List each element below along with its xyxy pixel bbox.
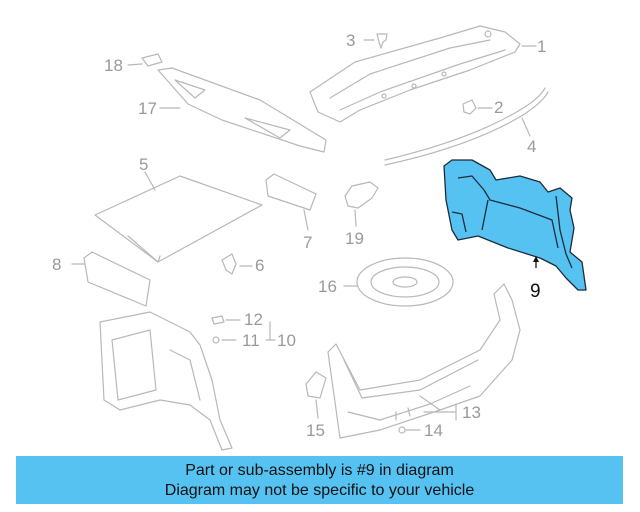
callout-11: 11 [242, 331, 260, 350]
callout-13: 13 [462, 403, 481, 422]
callout-12: 12 [244, 310, 263, 329]
callout-14: 14 [424, 421, 443, 440]
callout-15: 15 [306, 421, 325, 440]
tire-tray-part [343, 257, 454, 307]
info-banner: Part or sub-assembly is #9 in diagram Di… [16, 456, 623, 504]
clip-part-18 [127, 53, 163, 67]
clip-part-3 [363, 33, 388, 49]
highlighted-trunk-trim-panel [443, 159, 587, 291]
fastener-leaders [398, 403, 457, 434]
callout-2: 2 [494, 98, 504, 117]
callout-10: 10 [277, 331, 296, 350]
clip-part-2 [462, 99, 493, 115]
bracket-part-19 [344, 181, 379, 227]
callout-5: 5 [139, 155, 149, 174]
rear-sill-trim-part [327, 283, 521, 439]
banner-line-1: Part or sub-assembly is #9 in diagram [185, 462, 454, 479]
callout-9: 9 [530, 281, 541, 302]
callout-17: 17 [138, 99, 157, 118]
callout-6: 6 [255, 256, 265, 275]
callout-1: 1 [537, 37, 547, 56]
banner-line-2: Diagram may not be specific to your vehi… [164, 482, 475, 499]
fastener-parts [211, 315, 276, 344]
callout-3: 3 [346, 31, 356, 50]
clip-part-15 [305, 371, 327, 419]
callout-18: 18 [104, 56, 123, 75]
callout-7: 7 [303, 233, 313, 252]
floor-mat-part [94, 171, 263, 263]
sill-block-part-8 [71, 251, 151, 307]
left-quarter-panel-part [99, 311, 233, 451]
callout-8: 8 [52, 255, 62, 274]
package-tray-part [309, 25, 537, 123]
callout-16: 16 [318, 277, 337, 296]
clip-part-6 [221, 253, 253, 275]
trim-strip-part [384, 87, 549, 166]
trim-block-part-7 [265, 173, 317, 231]
shelf-cover-part [157, 67, 327, 153]
callout-4: 4 [527, 137, 537, 156]
callout-19: 19 [345, 229, 364, 248]
